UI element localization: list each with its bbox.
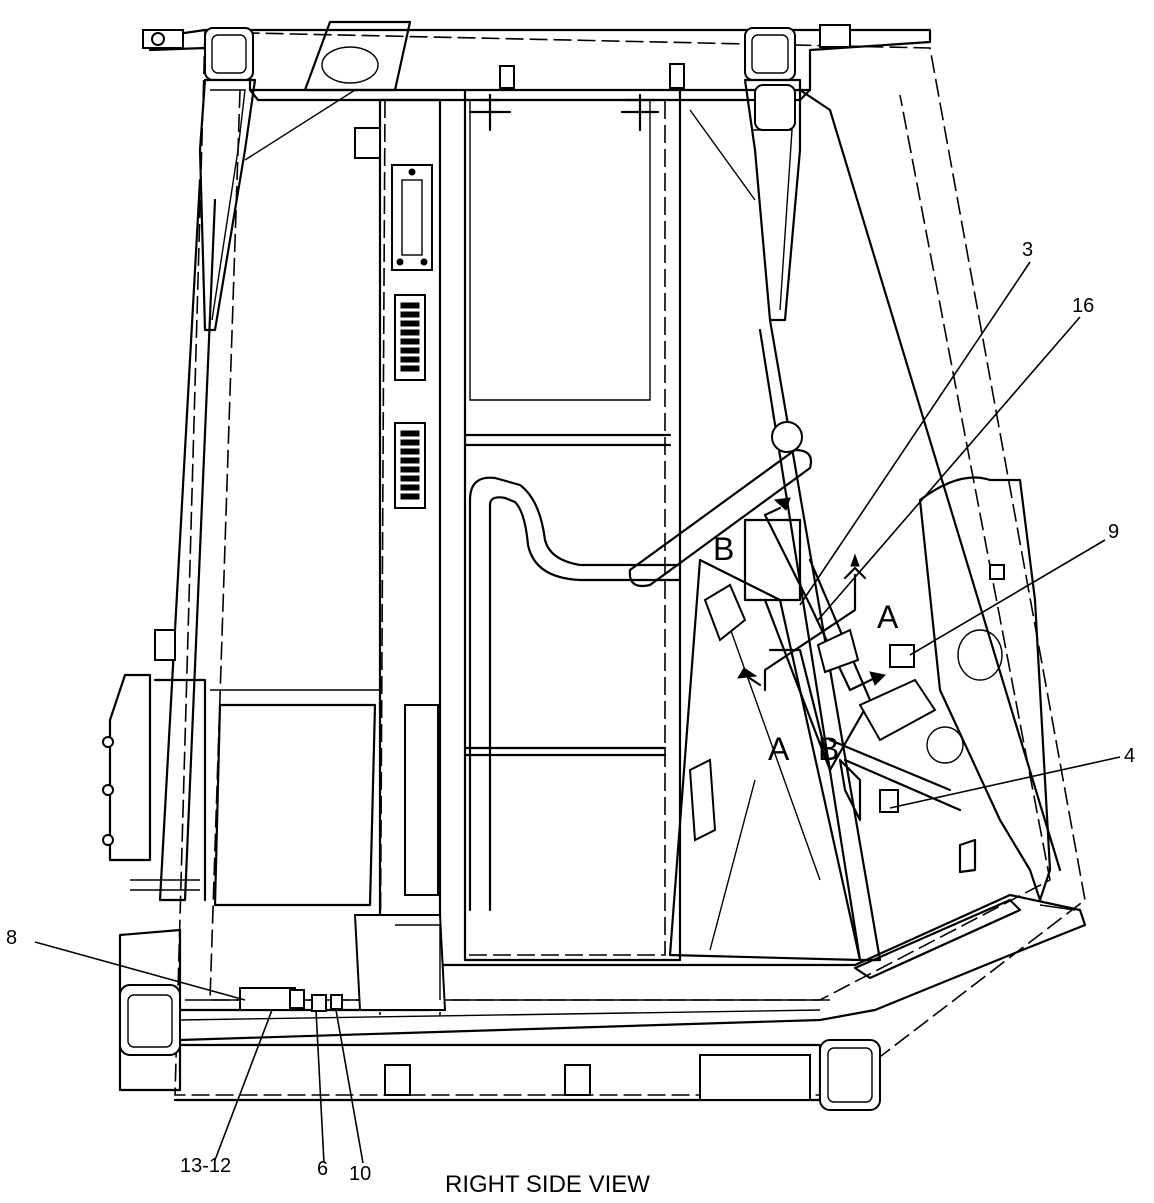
roof-frame	[142, 20, 932, 102]
section-cut-lines	[737, 497, 887, 692]
right-front-post	[689, 78, 1062, 962]
lower-left-light	[119, 984, 181, 1056]
handrail	[468, 476, 682, 912]
callout-13-12: 13-12	[180, 1155, 231, 1177]
callout-6: 6	[317, 1158, 328, 1180]
steering-assembly	[628, 421, 872, 962]
section-a-lower: A	[768, 731, 790, 767]
section-b-upper: B	[713, 531, 734, 567]
section-b-lower: B	[818, 731, 839, 767]
rear-window	[463, 88, 682, 962]
upper-left-light	[204, 27, 254, 81]
callout-8: 8	[6, 927, 17, 949]
callout-16: 16	[1072, 295, 1094, 317]
section-a-upper: A	[877, 599, 899, 635]
callout-3: 3	[1022, 239, 1033, 261]
lower-right-light	[819, 1039, 881, 1111]
left-side-window	[102, 629, 380, 907]
callout-10: 10	[349, 1163, 371, 1185]
callout-4: 4	[1124, 745, 1135, 767]
view-caption: RIGHT SIDE VIEW	[445, 1171, 650, 1198]
base-frame	[118, 893, 1087, 1102]
left-front-post	[158, 78, 356, 902]
callout-labels: 3 16 9 4 8 13-12 6 10	[6, 239, 1135, 1185]
leader-lines	[34, 261, 1121, 1164]
harness-components	[239, 987, 343, 1012]
center-pillar	[354, 98, 442, 962]
cab-outline-dashed	[174, 31, 1086, 1096]
right-panel	[828, 476, 1052, 902]
section-letters: B A A B	[713, 531, 899, 767]
callout-9: 9	[1108, 521, 1119, 543]
